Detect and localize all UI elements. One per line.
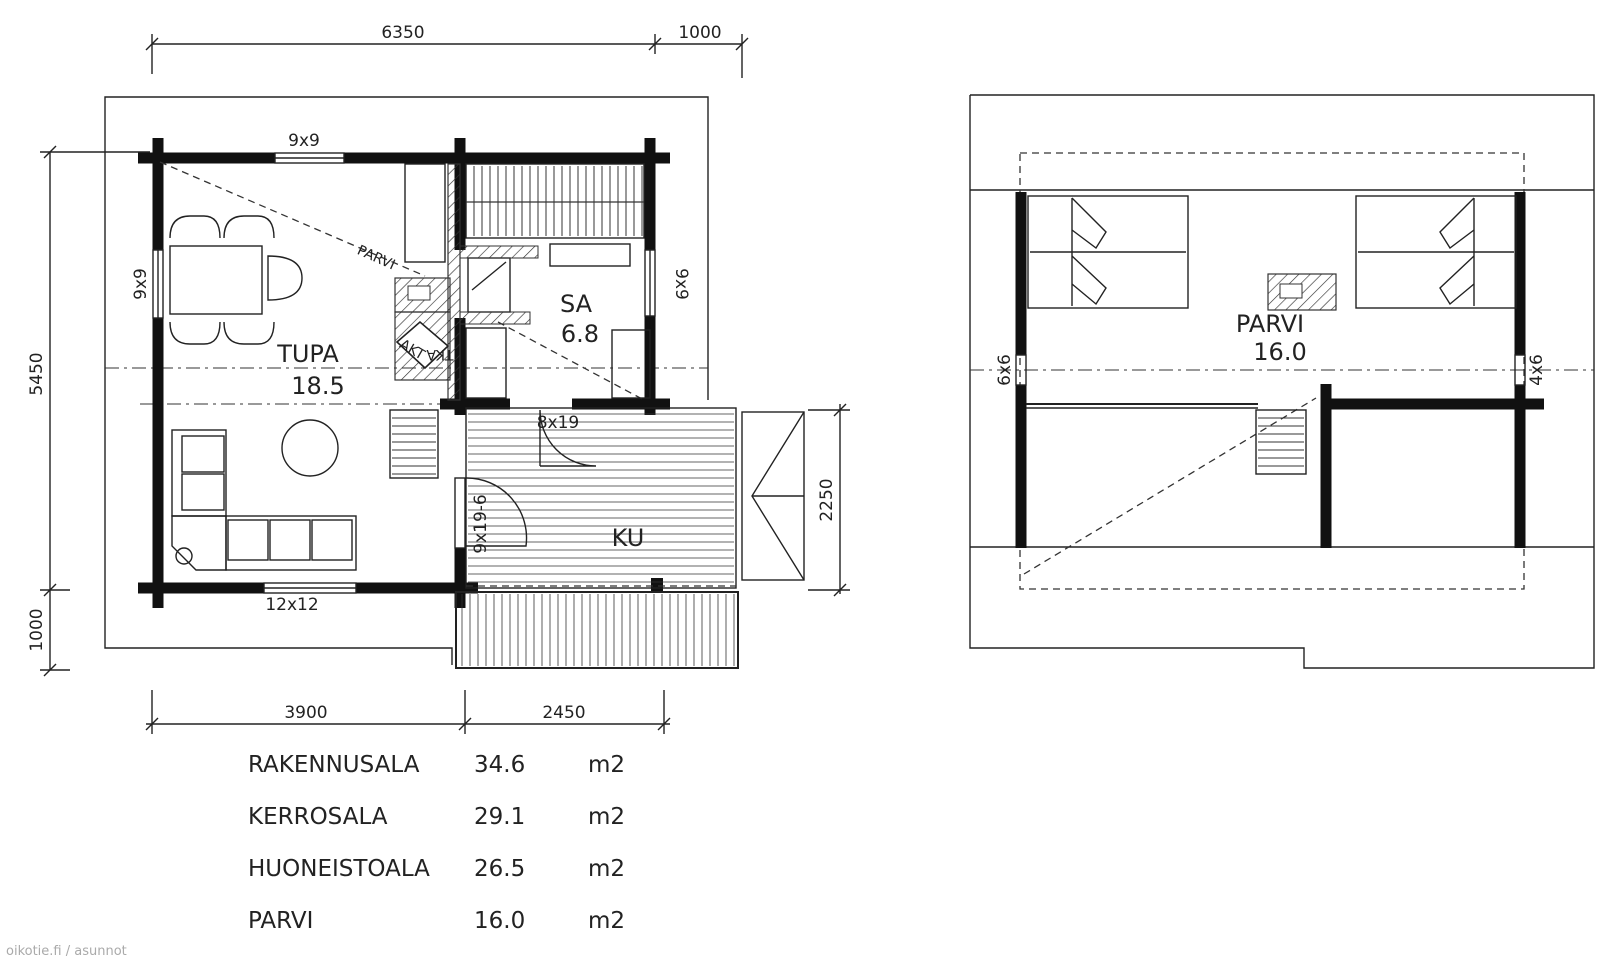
tupa-bench bbox=[404, 163, 446, 263]
area-unit: m2 bbox=[588, 804, 626, 830]
area-unit: m2 bbox=[588, 856, 626, 882]
room-name-tupa: TUPA bbox=[276, 340, 339, 368]
loft-edge-label: PARVI bbox=[355, 243, 398, 274]
loft-bed-left bbox=[1027, 195, 1189, 309]
area-name: RAKENNUSALA bbox=[248, 752, 420, 778]
terrace-deck bbox=[455, 407, 739, 669]
area-unit: m2 bbox=[588, 908, 626, 934]
round-table bbox=[281, 419, 339, 477]
sauna-ladder bbox=[611, 329, 651, 399]
area-value: 16.0 bbox=[474, 908, 526, 934]
sauna-benches bbox=[465, 163, 645, 267]
ground-floor-plan: AKT TKA bbox=[27, 23, 850, 734]
area-value: 29.1 bbox=[474, 804, 526, 830]
loft-stair bbox=[1255, 409, 1307, 475]
room-name-kitchen: KU bbox=[612, 524, 645, 552]
room-name-sauna: SA bbox=[560, 290, 593, 318]
fireplace-stove bbox=[395, 320, 450, 370]
stove-label: TKA bbox=[426, 346, 454, 362]
window-label-left: 9x9 bbox=[131, 268, 151, 300]
dim-top-main: 6350 bbox=[381, 23, 424, 43]
area-value: 34.6 bbox=[474, 752, 526, 778]
stove-base bbox=[459, 245, 539, 259]
dining-set bbox=[169, 215, 303, 345]
watermark: oikotie.fi / asunnot bbox=[6, 944, 127, 959]
window-label-bottom: 12x12 bbox=[265, 595, 318, 615]
door-label-sauna: 8x19 bbox=[537, 413, 580, 433]
door-label-entry: 9x19-6 bbox=[471, 494, 491, 553]
roof-outline bbox=[104, 96, 709, 665]
dim-left-height: 5450 bbox=[27, 352, 47, 395]
room-name-loft: PARVI bbox=[1236, 310, 1304, 338]
stove-base bbox=[459, 311, 531, 325]
loft-edge-line bbox=[159, 161, 426, 277]
window-label-sauna: 9x9 bbox=[671, 268, 691, 300]
area-name: KERROSALA bbox=[248, 804, 388, 830]
entry-door-swing bbox=[465, 477, 528, 547]
area-name: HUONEISTOALA bbox=[248, 856, 430, 882]
dim-top-extra: 1000 bbox=[678, 23, 721, 43]
loft-walls bbox=[1015, 192, 1544, 548]
dimension-lines bbox=[40, 34, 850, 734]
sauna-door-swing bbox=[539, 409, 597, 467]
window-label-top: 9x9 bbox=[288, 131, 320, 151]
sauna-stove bbox=[467, 257, 511, 313]
windows bbox=[152, 152, 656, 594]
loft-edge-line bbox=[497, 321, 645, 401]
loft-window-left-label: 6x6 bbox=[995, 354, 1015, 386]
loft-window-right-label: 4x6 bbox=[1527, 354, 1547, 386]
dim-bottom-right: 2450 bbox=[542, 703, 585, 723]
loft-roof-outline bbox=[969, 94, 1595, 669]
dim-left-extra: 1000 bbox=[27, 608, 47, 651]
loft-edge-dashed bbox=[1019, 152, 1525, 590]
corner-sofa bbox=[171, 429, 357, 571]
area-value: 26.5 bbox=[474, 856, 526, 882]
outside-steps bbox=[741, 411, 805, 581]
area-unit: m2 bbox=[588, 752, 626, 778]
sauna-ladder bbox=[465, 327, 507, 399]
loft-bed-right bbox=[1355, 195, 1517, 309]
room-area-loft: 16.0 bbox=[1253, 338, 1306, 366]
stair-to-loft bbox=[389, 409, 439, 479]
room-area-sauna: 6.8 bbox=[561, 320, 599, 348]
room-area-tupa: 18.5 bbox=[291, 372, 344, 400]
loft-edge-line bbox=[1023, 397, 1317, 575]
dim-deck-depth: 2250 bbox=[817, 478, 837, 521]
area-name: PARVI bbox=[248, 908, 314, 934]
dim-bottom-left: 3900 bbox=[284, 703, 327, 723]
loft-plan: 6x6 4x6 PARVI 16.0 bbox=[969, 94, 1595, 669]
